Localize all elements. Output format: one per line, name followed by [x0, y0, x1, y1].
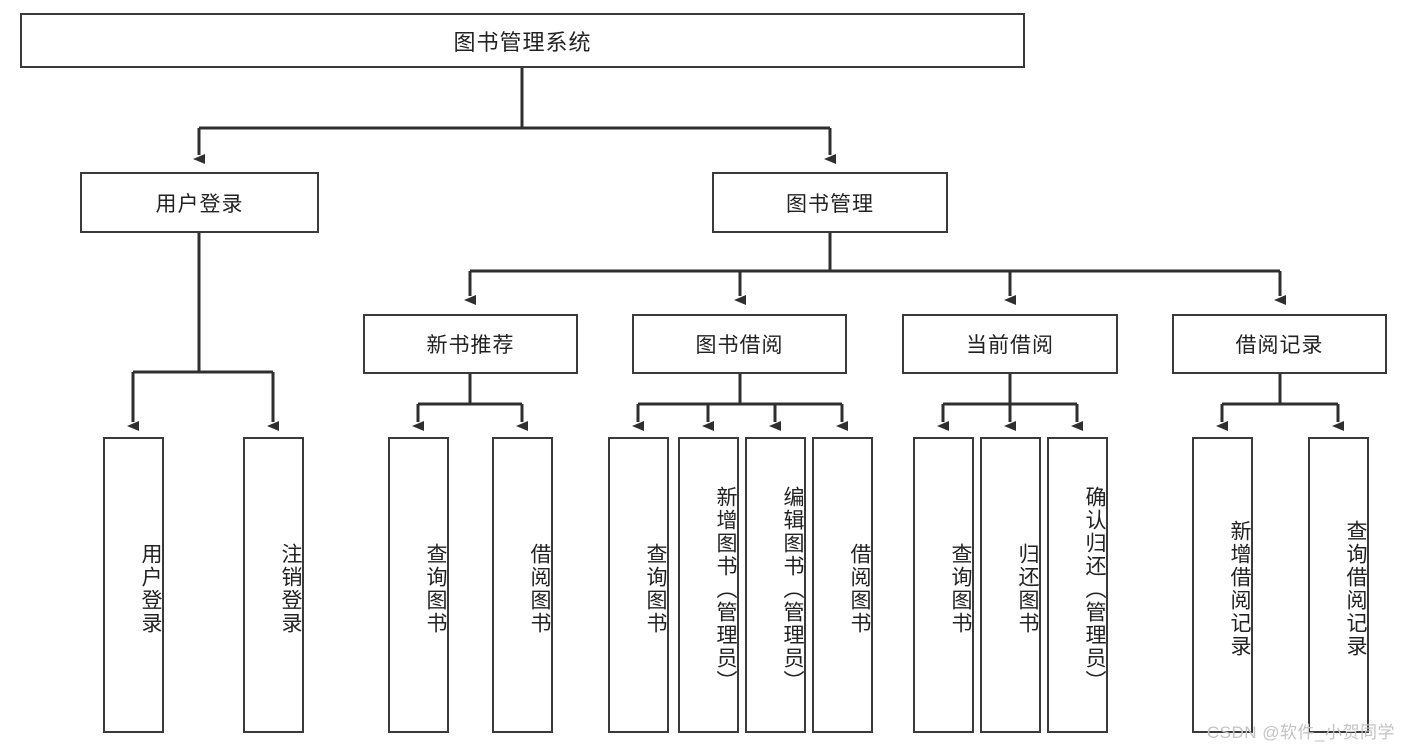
- node-label: 图书借阅: [695, 334, 784, 357]
- leaf-borrow-record-add[interactable]: 新增借阅记录: [1192, 437, 1253, 733]
- node-label: 图书管理系统: [453, 29, 592, 55]
- leaf-book-borrow-borrow[interactable]: 借阅图书: [812, 437, 873, 733]
- leaf-book-borrow-query[interactable]: 查询图书: [608, 437, 669, 733]
- node-label: 编辑图书（管理员）: [781, 485, 804, 693]
- node-label: 用户登录: [139, 543, 162, 635]
- leaf-user-login-login[interactable]: 用户登录: [103, 437, 164, 733]
- node-book-management[interactable]: 图书管理: [712, 172, 948, 233]
- leaf-current-borrow-return[interactable]: 归还图书: [980, 437, 1041, 733]
- node-label: 查询借阅记录: [1344, 520, 1367, 658]
- node-borrow-record[interactable]: 借阅记录: [1172, 314, 1387, 374]
- node-label: 新书推荐: [426, 334, 515, 357]
- node-label: 查询图书: [644, 543, 667, 635]
- node-label: 借阅图书: [848, 543, 871, 635]
- leaf-current-borrow-query[interactable]: 查询图书: [913, 437, 974, 733]
- node-label: 借阅图书: [528, 543, 551, 635]
- node-label: 新增图书（管理员）: [714, 485, 737, 693]
- node-label: 新增借阅记录: [1228, 520, 1251, 658]
- node-label: 归还图书: [1016, 543, 1039, 635]
- node-new-book-recommend[interactable]: 新书推荐: [363, 314, 578, 374]
- leaf-current-borrow-confirm-return[interactable]: 确认归还（管理员）: [1047, 437, 1108, 733]
- node-label: 确认归还（管理员）: [1083, 485, 1106, 693]
- leaf-new-book-query[interactable]: 查询图书: [388, 437, 449, 733]
- node-book-borrow[interactable]: 图书借阅: [632, 314, 847, 374]
- leaf-user-login-logout[interactable]: 注销登录: [243, 437, 304, 733]
- node-current-borrow[interactable]: 当前借阅: [902, 314, 1118, 374]
- node-label: 图书管理: [786, 192, 874, 216]
- csdn-watermark: CSDN @软件_小贺同学: [1206, 723, 1395, 742]
- node-label: 注销登录: [279, 543, 302, 635]
- leaf-book-borrow-add[interactable]: 新增图书（管理员）: [678, 437, 739, 733]
- leaf-new-book-borrow[interactable]: 借阅图书: [492, 437, 553, 733]
- leaf-borrow-record-query[interactable]: 查询借阅记录: [1308, 437, 1369, 733]
- node-label: 借阅记录: [1235, 334, 1324, 357]
- node-label: 查询图书: [424, 543, 447, 635]
- node-label: 查询图书: [949, 543, 972, 635]
- node-label: 用户登录: [155, 192, 244, 216]
- node-user-login[interactable]: 用户登录: [80, 172, 319, 233]
- node-label: 当前借阅: [966, 334, 1054, 357]
- leaf-book-borrow-edit[interactable]: 编辑图书（管理员）: [745, 437, 806, 733]
- node-root-system[interactable]: 图书管理系统: [20, 13, 1025, 68]
